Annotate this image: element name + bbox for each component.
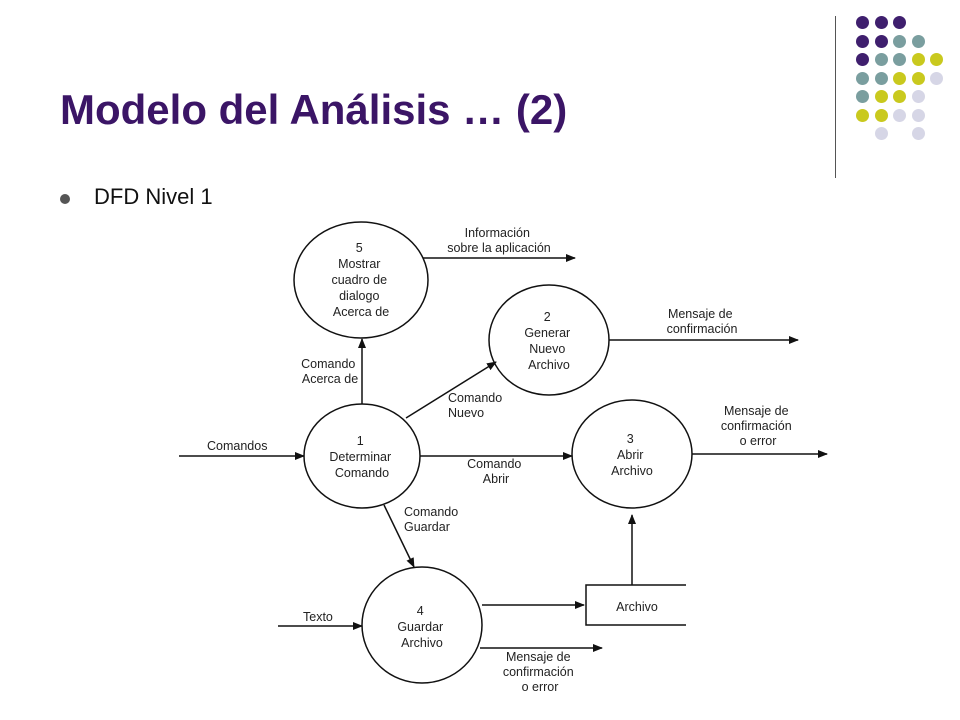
process-3-line: 3 <box>627 432 634 446</box>
flow-arrow-cmd-nuevo <box>405 361 497 419</box>
decorative-divider <box>835 16 836 178</box>
flow-label-cmd-acerca: Comando Acerca de <box>301 357 359 386</box>
flow-label-line: Información <box>465 226 530 240</box>
flow-label-line: Comando <box>404 505 458 519</box>
process-5-line: 5 <box>356 241 363 255</box>
process-3-line: Archivo <box>611 464 653 478</box>
process-5-line: dialogo <box>339 289 379 303</box>
process-2-line: Generar <box>524 326 570 340</box>
flow-label-line: Comandos <box>207 439 267 453</box>
flow-label-line: Mensaje de <box>506 650 571 664</box>
process-2-circle <box>488 284 610 396</box>
flow-label-line: Guardar <box>404 520 450 534</box>
process-1-line: 1 <box>357 434 364 448</box>
process-3-label: 3 Abrir Archivo <box>611 432 653 478</box>
process-4-line: 4 <box>417 604 424 618</box>
process-5-line: Mostrar <box>338 257 380 271</box>
bullet-icon <box>60 194 70 204</box>
process-4-line: Archivo <box>401 636 443 650</box>
flow-label-line: Abrir <box>483 472 509 486</box>
flow-label-line: Texto <box>303 610 333 624</box>
process-5-label: 5 Mostrar cuadro de dialogo Acerca de <box>331 241 390 319</box>
process-5-line: cuadro de <box>331 273 387 287</box>
process-4-line: Guardar <box>397 620 443 634</box>
flow-label-msg3: Mensaje de confirmación o error <box>721 404 795 448</box>
flow-label-line: o error <box>522 680 559 694</box>
flow-label-texto: Texto <box>303 610 333 624</box>
flow-label-info: Información sobre la aplicación <box>447 226 551 255</box>
flow-label-line: Comando <box>448 391 502 405</box>
data-store-archivo <box>585 584 686 626</box>
flow-label-line: confirmación <box>721 419 792 433</box>
process-5-line: Acerca de <box>333 305 389 319</box>
flow-label-comandos: Comandos <box>207 439 267 453</box>
flow-label-cmd-abrir: Comando Abrir <box>467 457 525 486</box>
flow-label-line: sobre la aplicación <box>447 241 551 255</box>
flow-label-line: confirmación <box>667 322 738 336</box>
flow-label-line: confirmación <box>503 665 574 679</box>
process-4-label: 4 Guardar Archivo <box>397 604 446 650</box>
flow-arrow-cmd-guardar <box>383 504 415 568</box>
flow-label-cmd-nuevo: Comando Nuevo <box>448 391 506 420</box>
slide-title: Modelo del Análisis … (2) <box>60 86 568 133</box>
data-store-label: Archivo <box>616 600 658 614</box>
process-2-line: Nuevo <box>529 342 565 356</box>
flow-label-line: Nuevo <box>448 406 484 420</box>
flow-label-line: Acerca de <box>302 372 358 386</box>
process-1-label: 1 Determinar Comando <box>329 434 394 480</box>
flow-label-cmd-guardar: Comando Guardar <box>404 505 462 534</box>
bullet-text: DFD Nivel 1 <box>94 184 213 209</box>
process-1-line: Determinar <box>329 450 391 464</box>
process-1-line: Comando <box>335 466 389 480</box>
flow-label-msg2: Mensaje de confirmación <box>667 307 738 336</box>
flow-label-line: Mensaje de <box>724 404 789 418</box>
flow-label-line: Comando <box>301 357 355 371</box>
process-3-line: Abrir <box>617 448 643 462</box>
process-2-line: Archivo <box>528 358 570 372</box>
flow-label-line: o error <box>740 434 777 448</box>
process-2-label: 2 Generar Nuevo Archivo <box>524 310 573 372</box>
flow-label-msg4: Mensaje de confirmación o error <box>503 650 577 694</box>
flow-label-line: Mensaje de <box>668 307 733 321</box>
process-2-line: 2 <box>544 310 551 324</box>
flow-label-line: Comando <box>467 457 521 471</box>
